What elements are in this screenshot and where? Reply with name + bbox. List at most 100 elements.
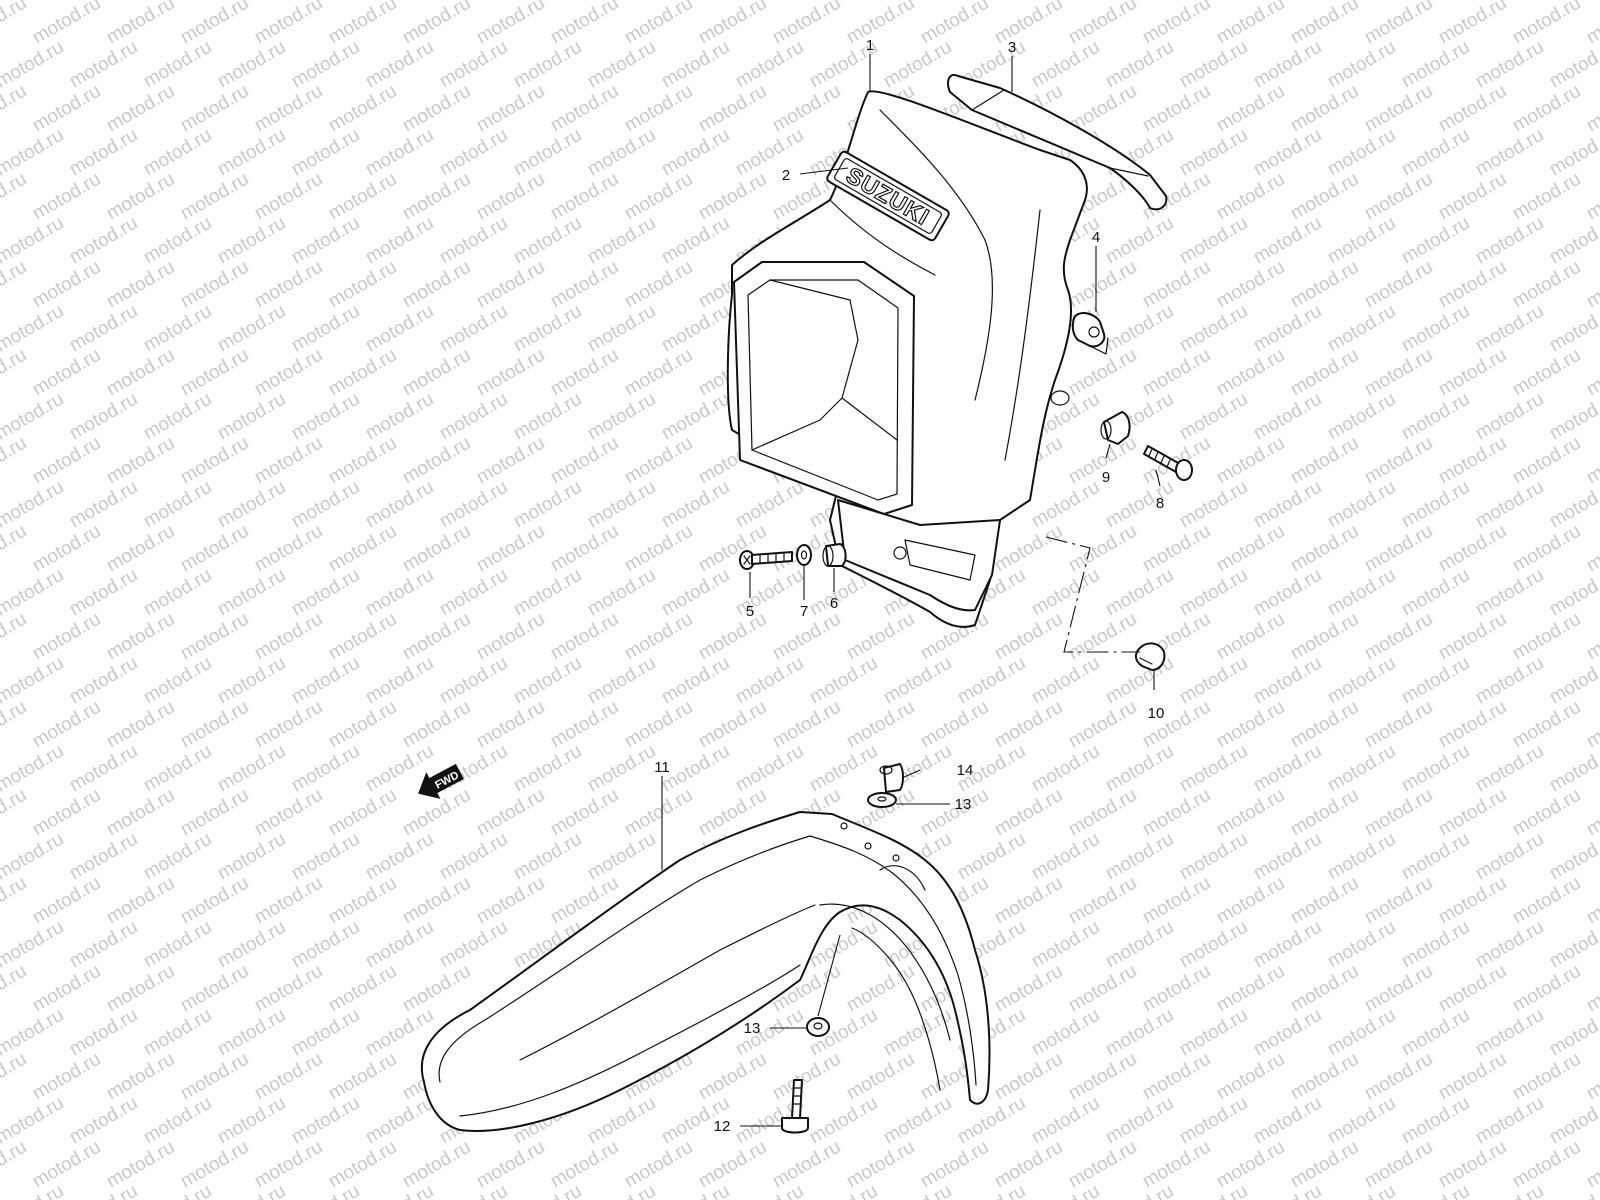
watermark-text: motod.ru: [399, 81, 474, 137]
watermark-text: motod.ru: [584, 1181, 659, 1200]
watermark-text: motod.ru: [214, 37, 289, 93]
watermark-text: motod.ru: [1176, 1181, 1251, 1200]
watermark-text: motod.ru: [1287, 873, 1362, 929]
watermark-text: motod.ru: [1176, 653, 1251, 709]
watermark-text: motod.ru: [1213, 697, 1288, 753]
watermark-text: motod.ru: [399, 169, 474, 225]
watermark-text: motod.ru: [473, 433, 548, 489]
watermark-text: motod.ru: [103, 433, 178, 489]
watermark-text: motod.ru: [658, 565, 733, 621]
watermark-text: motod.ru: [103, 873, 178, 929]
watermark-text: motod.ru: [473, 81, 548, 137]
watermark-text: motod.ru: [1065, 609, 1140, 665]
watermark-text: motod.ru: [1213, 1049, 1288, 1105]
watermark-text: motod.ru: [547, 697, 622, 753]
watermark-text: motod.ru: [880, 653, 955, 709]
watermark-text: motod.ru: [1361, 785, 1436, 841]
watermark-text: motod.ru: [325, 785, 400, 841]
watermark-text: motod.ru: [1324, 213, 1399, 269]
watermark-text: motod.ru: [991, 697, 1066, 753]
watermark-text: motod.ru: [325, 0, 400, 48]
watermark-text: motod.ru: [0, 0, 30, 48]
callout-13-upper: 13: [955, 796, 972, 813]
watermark-text: motod.ru: [621, 345, 696, 401]
watermark-text: motod.ru: [140, 829, 215, 885]
callout-3: 3: [1008, 39, 1016, 56]
watermark-text: motod.ru: [0, 37, 67, 93]
watermark-text: motod.ru: [362, 1093, 437, 1149]
watermark-text: motod.ru: [1287, 1049, 1362, 1105]
watermark-text: motod.ru: [1102, 829, 1177, 885]
watermark-text: motod.ru: [1176, 829, 1251, 885]
watermark-text: motod.ru: [547, 0, 622, 48]
watermark-text: motod.ru: [0, 961, 30, 1017]
watermark-text: motod.ru: [103, 961, 178, 1017]
watermark-text: motod.ru: [473, 257, 548, 313]
watermark-text: motod.ru: [880, 37, 955, 93]
watermark-text: motod.ru: [1102, 741, 1177, 797]
watermark-text: motod.ru: [1028, 741, 1103, 797]
watermark-text: motod.ru: [843, 0, 918, 48]
watermark-text: motod.ru: [325, 345, 400, 401]
watermark-text: motod.ru: [1398, 1181, 1473, 1200]
watermark-text: motod.ru: [0, 433, 30, 489]
watermark-text: motod.ru: [510, 37, 585, 93]
watermark-text: motod.ru: [1361, 1137, 1436, 1193]
watermark-text: motod.ru: [547, 257, 622, 313]
watermark-text: motod.ru: [1583, 0, 1600, 48]
watermark-text: motod.ru: [510, 653, 585, 709]
watermark-text: motod.ru: [473, 873, 548, 929]
watermark-text: motod.ru: [1398, 389, 1473, 445]
watermark-text: motod.ru: [1139, 0, 1214, 48]
watermark-text: motod.ru: [1398, 301, 1473, 357]
watermark-text: motod.ru: [103, 697, 178, 753]
watermark-text: motod.ru: [991, 1137, 1066, 1193]
watermark-text: motod.ru: [1139, 81, 1214, 137]
watermark-text: motod.ru: [0, 917, 67, 973]
watermark-text: motod.ru: [1250, 477, 1325, 533]
callout-11: 11: [654, 759, 670, 776]
watermark-text: motod.ru: [769, 1049, 844, 1105]
watermark-text: motod.ru: [1287, 169, 1362, 225]
watermark-text: motod.ru: [1028, 829, 1103, 885]
watermark-text: motod.ru: [0, 81, 30, 137]
watermark-text: motod.ru: [1176, 741, 1251, 797]
watermark-text: motod.ru: [732, 37, 807, 93]
watermark-text: motod.ru: [584, 301, 659, 357]
watermark-text: motod.ru: [436, 565, 511, 621]
watermark-text: motod.ru: [1213, 0, 1288, 48]
callout-12: 12: [714, 1118, 731, 1135]
watermark-text: motod.ru: [880, 1093, 955, 1149]
watermark-text: motod.ru: [1472, 1093, 1547, 1149]
nut-part-14: [879, 763, 904, 793]
watermark-text: motod.ru: [1472, 829, 1547, 885]
watermark-text: motod.ru: [954, 1093, 1029, 1149]
watermark-text: motod.ru: [1139, 521, 1214, 577]
watermark-text: motod.ru: [140, 653, 215, 709]
watermark-text: motod.ru: [547, 81, 622, 137]
callout-2: 2: [782, 167, 790, 184]
watermark-text: motod.ru: [1028, 477, 1103, 533]
watermark-text: motod.ru: [1213, 1137, 1288, 1193]
watermark-text: motod.ru: [251, 873, 326, 929]
watermark-text: motod.ru: [214, 389, 289, 445]
watermark-text: motod.ru: [214, 125, 289, 181]
watermark-text: motod.ru: [103, 1137, 178, 1193]
watermark-text: motod.ru: [1028, 653, 1103, 709]
callout-9: 9: [1102, 469, 1110, 486]
watermark-text: motod.ru: [473, 169, 548, 225]
bolt-part-8: [1143, 445, 1193, 481]
watermark-text: motod.ru: [214, 917, 289, 973]
watermark-text: motod.ru: [510, 213, 585, 269]
watermark-text: motod.ru: [547, 785, 622, 841]
watermark-text: motod.ru: [621, 697, 696, 753]
watermark-text: motod.ru: [177, 961, 252, 1017]
watermark-text: motod.ru: [1583, 345, 1600, 401]
watermark-text: motod.ru: [436, 829, 511, 885]
watermark-text: motod.ru: [1361, 521, 1436, 577]
watermark-text: motod.ru: [29, 0, 104, 48]
watermark-text: motod.ru: [621, 609, 696, 665]
watermark-text: motod.ru: [66, 389, 141, 445]
watermark-text: motod.ru: [1250, 1181, 1325, 1200]
watermark-text: motod.ru: [843, 609, 918, 665]
